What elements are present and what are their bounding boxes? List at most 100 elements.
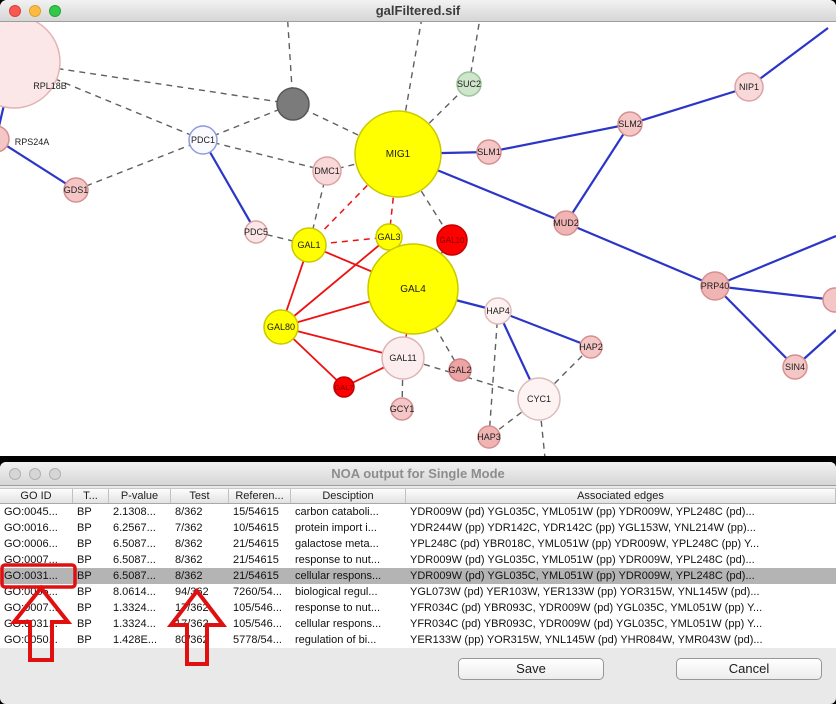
node-label: GAL1	[297, 240, 320, 250]
node-SIN4[interactable]	[782, 354, 808, 380]
column-header[interactable]: Referen...	[229, 489, 291, 503]
close-button[interactable]	[9, 467, 21, 480]
node-label: GDS1	[64, 185, 89, 195]
node-GAL4[interactable]	[367, 243, 459, 335]
minimize-button[interactable]	[29, 4, 41, 17]
table-cell: 17/362	[175, 618, 209, 630]
table-cell: 1.428E...	[113, 634, 158, 646]
table-cell: GO:0050...	[4, 634, 58, 646]
node-HAP2[interactable]	[579, 335, 603, 359]
node-MUD2[interactable]	[553, 210, 579, 236]
column-header[interactable]: T...	[73, 489, 109, 503]
column-header[interactable]: P-value	[109, 489, 171, 503]
network-window-title: galFiltered.sif	[375, 3, 461, 18]
node-label: CYC1	[527, 394, 551, 404]
table-cell: 2.1308...	[113, 506, 156, 518]
network-canvas[interactable]: RPL18BRPS24AGDS1PDC1DMC1MIG1SUC2SLM1SLM2…	[0, 22, 836, 456]
node-SLM2[interactable]	[617, 111, 643, 137]
node-RPL18B[interactable]	[0, 22, 61, 109]
table-cell: YPL248C (pd) YBR018C, YML051W (pp) YDR00…	[410, 538, 760, 550]
table-cell: BP	[77, 586, 92, 598]
node-label: HAP3	[477, 432, 501, 442]
table-cell: protein import i...	[295, 522, 377, 534]
node-GCY1[interactable]	[390, 397, 414, 421]
table-cell: GO:0007...	[4, 602, 58, 614]
minimize-button[interactable]	[29, 467, 41, 480]
table-cell: 105/546...	[233, 618, 282, 630]
node-GAL80[interactable]	[263, 309, 299, 345]
noa-window-titlebar[interactable]: NOA output for Single Mode	[0, 462, 836, 486]
node-label: GAL4	[400, 284, 426, 295]
node-CYC1[interactable]	[517, 377, 561, 421]
network-edge	[565, 221, 716, 288]
node-SUC2[interactable]	[456, 71, 482, 97]
node-RPS24A[interactable]	[0, 125, 10, 153]
save-button[interactable]: Save	[458, 658, 604, 680]
node-NIP1[interactable]	[734, 72, 764, 102]
node-GAL2[interactable]	[448, 358, 472, 382]
column-header[interactable]: Desciption	[291, 489, 406, 503]
table-cell: 1.3324...	[113, 602, 156, 614]
table-cell: carbon cataboli...	[295, 506, 379, 518]
node-unlabeled[interactable]	[276, 87, 310, 121]
table-cell: BP	[77, 522, 92, 534]
table-cell: YGL073W (pd) YER103W, YER133W (pp) YOR31…	[410, 586, 760, 598]
node-PDC5[interactable]	[244, 220, 268, 244]
network-edge	[202, 139, 257, 233]
network-edge	[488, 122, 631, 154]
node-DMC1[interactable]	[312, 156, 342, 186]
node-label: NIP1	[739, 82, 759, 92]
table-cell: YFR034C (pd) YBR093C, YDR009W (pd) YGL03…	[410, 618, 763, 630]
table-cell: GO:0045...	[4, 506, 58, 518]
column-header[interactable]: Associated edges	[406, 489, 836, 503]
window-controls	[9, 4, 61, 17]
table-cell: YDR009W (pd) YGL035C, YML051W (pp) YDR00…	[410, 506, 755, 518]
network-edge	[629, 85, 750, 126]
table-cell: 7/362	[175, 522, 203, 534]
table-cell: 6.5087...	[113, 570, 156, 582]
node-HAP3[interactable]	[477, 425, 501, 449]
node-unlabeled[interactable]	[822, 287, 836, 313]
node-GAL10[interactable]	[436, 224, 468, 256]
table-cell: 8/362	[175, 538, 203, 550]
node-GAL1[interactable]	[291, 227, 327, 263]
table-cell: BP	[77, 506, 92, 518]
node-PRP40[interactable]	[700, 271, 730, 301]
node-label: GAL10	[440, 236, 465, 245]
node-MIG1[interactable]	[354, 110, 442, 198]
node-GAL7[interactable]	[333, 376, 355, 398]
node-label: GAL3	[377, 232, 400, 242]
network-window-titlebar[interactable]: galFiltered.sif	[0, 0, 836, 22]
node-GDS1[interactable]	[63, 177, 89, 203]
table-cell: GO:0006...	[4, 538, 58, 550]
node-SLM1[interactable]	[476, 139, 502, 165]
node-label: GCY1	[390, 404, 415, 414]
column-header[interactable]: GO ID	[0, 489, 73, 503]
table-cell: YDR244W (pp) YDR142C, YDR142C (pp) YGL15…	[410, 522, 756, 534]
column-header[interactable]: Test	[171, 489, 229, 503]
table-cell: BP	[77, 602, 92, 614]
node-HAP4[interactable]	[484, 297, 512, 325]
node-GAL3[interactable]	[375, 223, 403, 251]
close-button[interactable]	[9, 4, 21, 17]
node-label: GAL2	[448, 365, 471, 375]
zoom-button[interactable]	[49, 4, 61, 17]
zoom-button[interactable]	[49, 467, 61, 480]
node-GAL11[interactable]	[381, 336, 425, 380]
table-cell: 17/362	[175, 602, 209, 614]
cancel-button[interactable]: Cancel	[676, 658, 822, 680]
node-PDC1[interactable]	[188, 125, 218, 155]
